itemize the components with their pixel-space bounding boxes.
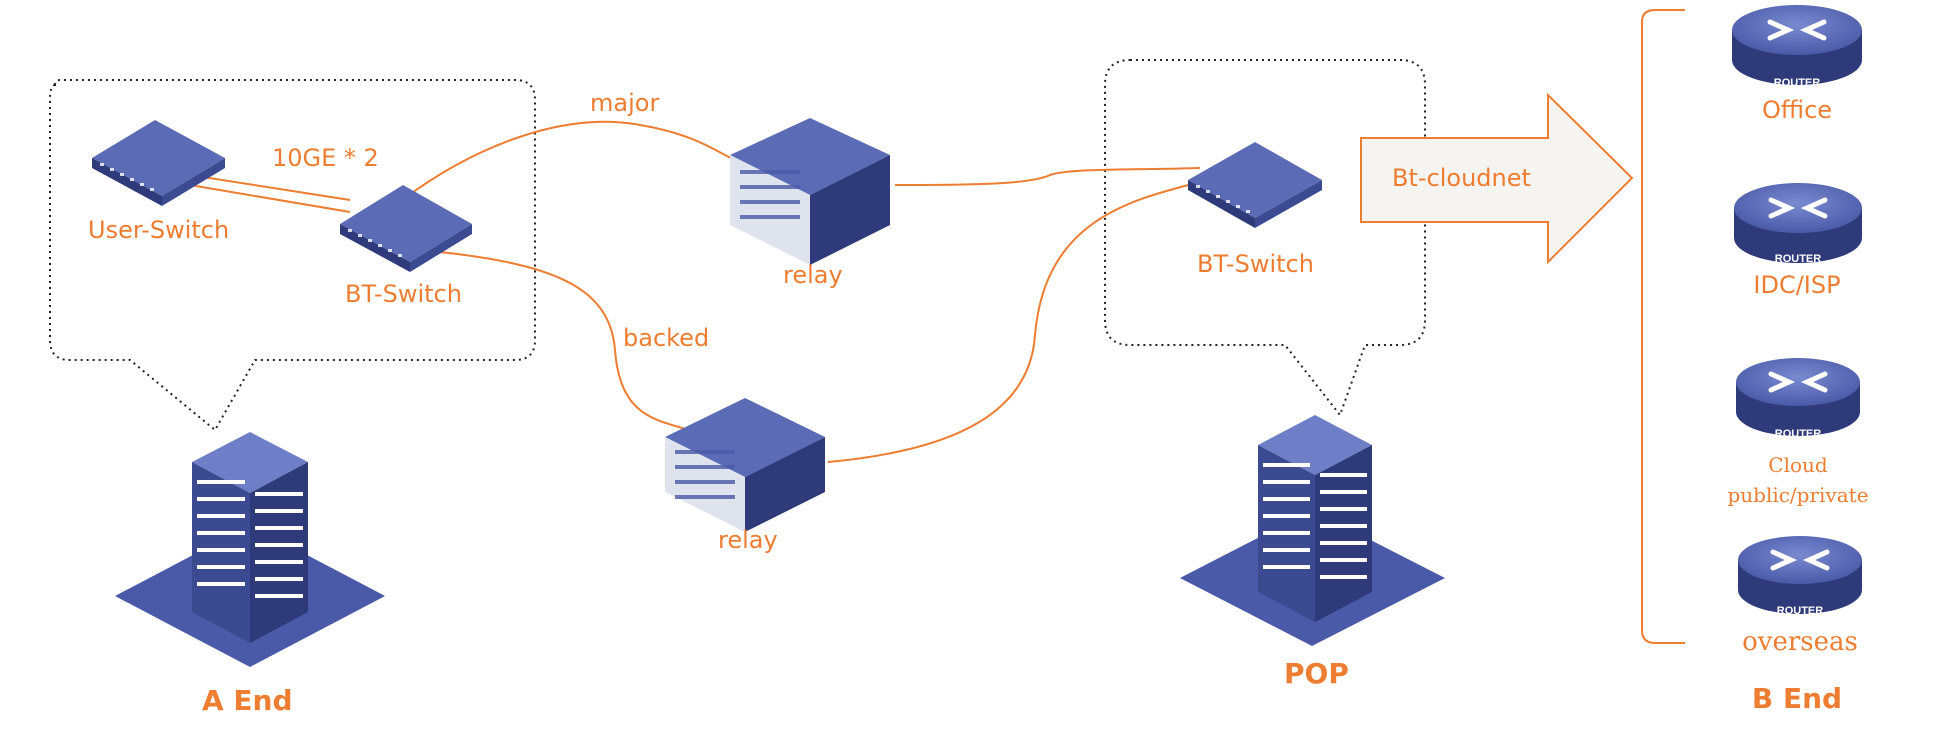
pop-label: POP (1284, 657, 1349, 690)
bt-switch-pop-device (1188, 142, 1322, 228)
relay-bottom-device (665, 398, 825, 532)
link-user-to-bt-1 (189, 174, 351, 201)
building-a-end (115, 432, 385, 667)
bt-cloudnet-arrow (1360, 92, 1634, 265)
callout-a-end (49, 79, 536, 432)
bt-switch-a-device (340, 185, 472, 272)
relay-top-label: relay (783, 261, 843, 289)
bt-switch-pop-label: BT-Switch (1197, 250, 1314, 278)
callout-pop (1104, 59, 1426, 418)
user-switch-device (92, 120, 225, 206)
bt-cloudnet-label: Bt-cloudnet (1392, 164, 1531, 192)
a-end-label: A End (202, 684, 293, 717)
link-10ge-label: 10GE * 2 (272, 144, 379, 172)
relay-bottom-label: relay (718, 526, 778, 554)
idc-isp-label: IDC/ISP (1753, 271, 1840, 299)
router-badge-idc: ROUTER (1775, 253, 1822, 265)
office-label: Office (1762, 96, 1832, 124)
b-end-bracket (1641, 9, 1685, 644)
router-badge-cloud: ROUTER (1775, 428, 1822, 440)
link-major (404, 120, 741, 199)
cloud-label-line1: Cloud (1768, 453, 1828, 477)
b-end-label: B End (1752, 682, 1842, 715)
router-badge-office: ROUTER (1774, 77, 1821, 89)
major-label: major (590, 89, 659, 117)
link-user-to-bt-2 (189, 184, 351, 213)
link-relay-top-to-pop (894, 167, 1201, 186)
router-badge-overseas: ROUTER (1777, 605, 1824, 617)
building-pop (1180, 415, 1445, 646)
links (189, 120, 1201, 463)
link-backed (439, 251, 696, 433)
overseas-label: overseas (1742, 627, 1858, 657)
router-office-icon: ROUTER (1732, 5, 1862, 89)
backed-label: backed (623, 324, 709, 352)
link-relay-bottom-to-pop (827, 181, 1201, 463)
cloud-label-line2: public/private (1727, 483, 1868, 507)
user-switch-label: User-Switch (88, 216, 229, 244)
bt-switch-a-label: BT-Switch (345, 280, 462, 308)
router-overseas-icon: ROUTER (1738, 536, 1862, 617)
router-cloud-icon: ROUTER (1736, 358, 1860, 440)
relay-top-device (730, 118, 890, 265)
router-idc-isp-icon: ROUTER (1734, 183, 1862, 265)
